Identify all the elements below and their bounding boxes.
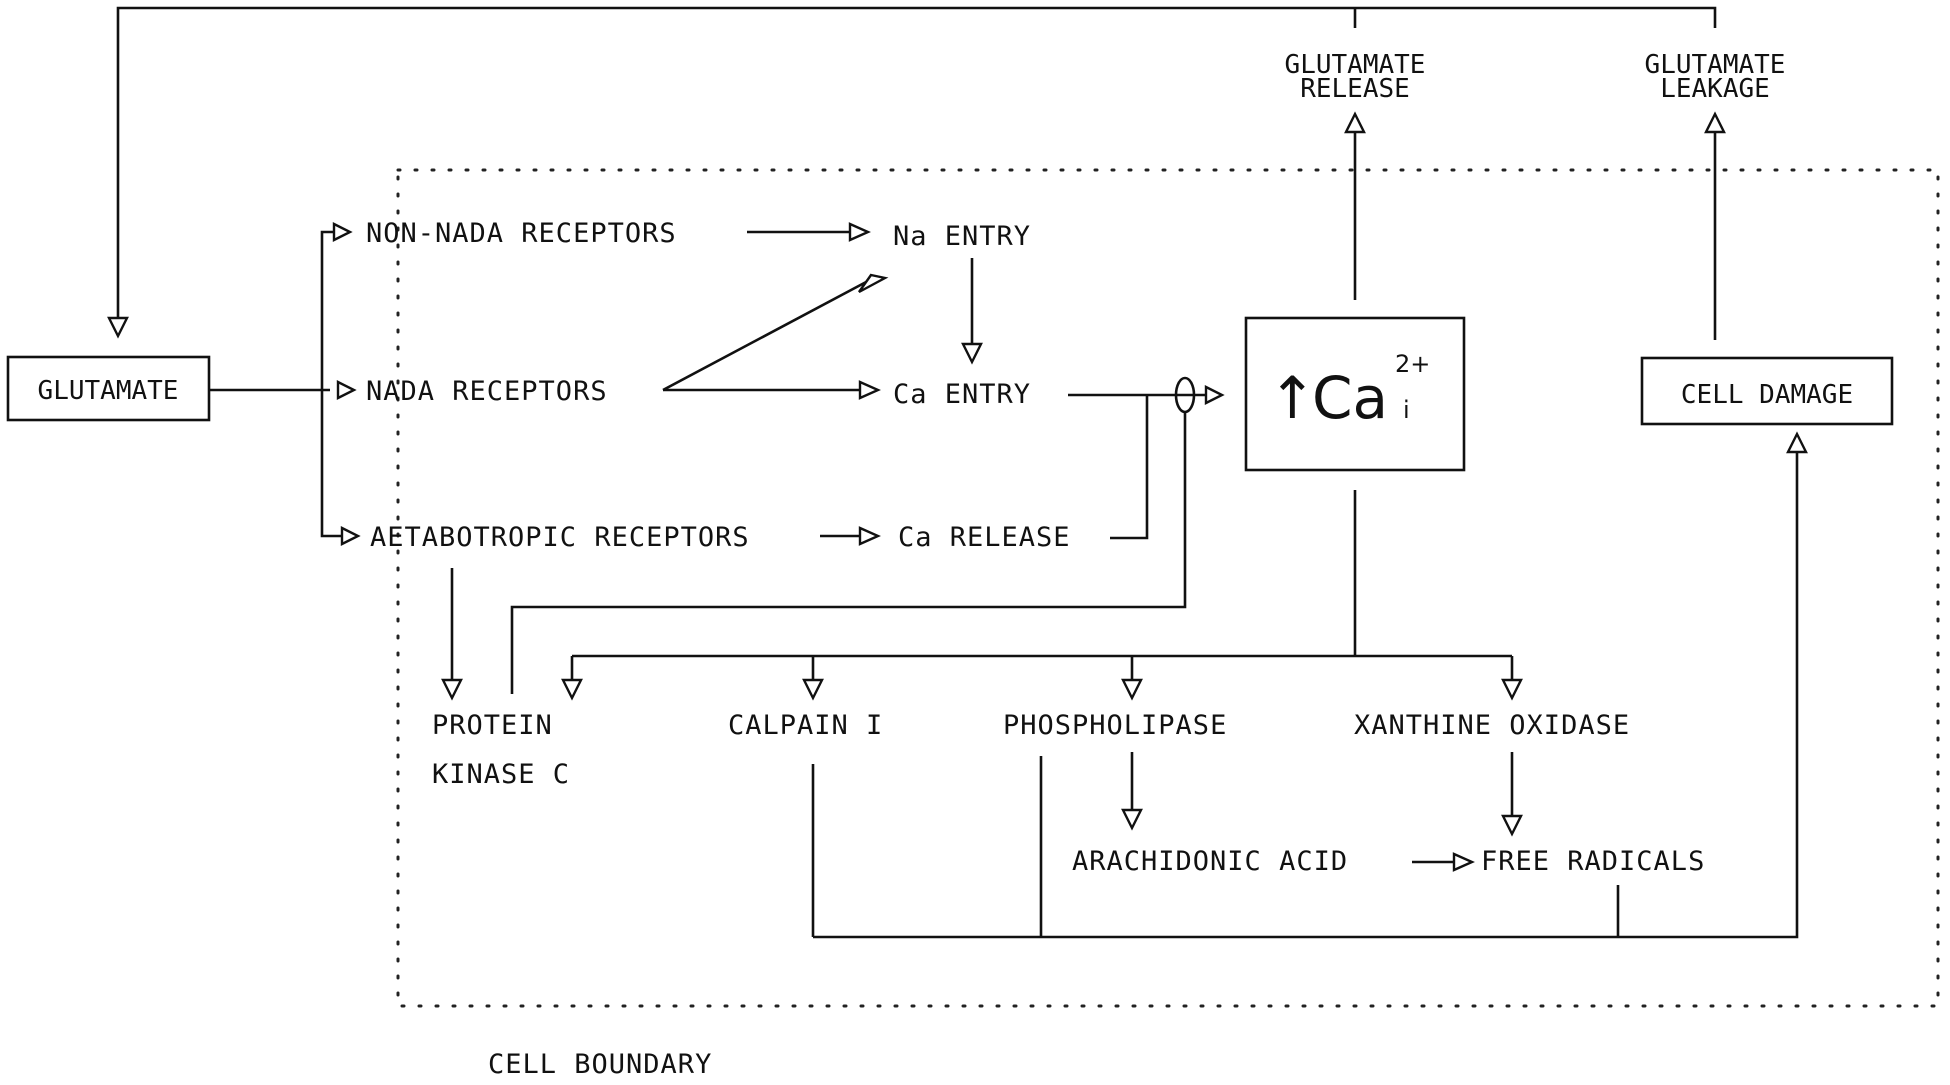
- arrowhead-ca-entry: [858, 380, 881, 400]
- arrowhead-glutamate-leakage: [1704, 111, 1726, 134]
- calcium-subscript: i: [1403, 396, 1410, 424]
- metabotropic-receptors-label: AETABOTROPIC RECEPTORS: [370, 522, 750, 553]
- cell-damage-label: CELL DAMAGE: [1681, 380, 1853, 410]
- arrowhead-into-glutamate: [107, 316, 129, 339]
- arrowhead-ca-entry-from-na: [961, 342, 983, 365]
- glutamate-release-label-line2: RELEASE: [1300, 74, 1410, 104]
- arrowhead-nmda: [336, 380, 357, 400]
- arrowhead-metabotropic: [340, 526, 361, 546]
- arrowheads: [107, 111, 1808, 872]
- arrowhead-ca-release: [858, 526, 881, 546]
- arrowhead-glutamate-release: [1344, 111, 1366, 134]
- na-entry-label: Na ENTRY: [893, 221, 1031, 252]
- receptor-branch-line: [320, 230, 342, 538]
- arachidonic-acid-label: ARACHIDONIC ACID: [1072, 846, 1348, 877]
- glutamate-box: [6, 355, 211, 422]
- ca-release-label: Ca RELEASE: [898, 522, 1071, 553]
- ca-release-to-junction-line: [1110, 395, 1149, 540]
- non-nmda-receptors-label: NON-NADA RECEPTORS: [366, 218, 677, 249]
- arrowhead-free-radicals-from-xanthine: [1501, 814, 1523, 837]
- connector-lines: [116, 6, 1799, 939]
- arrowhead-pkc-from-metabotropic: [441, 678, 463, 701]
- cell-boundary-label: CELL BOUNDARY: [488, 1049, 712, 1080]
- nmda-receptors-label: NADA RECEPTORS: [366, 376, 608, 407]
- calcium-superscript: 2+: [1395, 350, 1430, 378]
- arrowhead-calpain: [802, 678, 824, 701]
- arrowhead-na-entry: [848, 222, 871, 242]
- feedback-loop-line: [116, 6, 1717, 320]
- arrowhead-non-nmda: [332, 222, 353, 242]
- arrowhead-cell-damage: [1786, 431, 1808, 454]
- calpain-label: CALPAIN I: [728, 710, 883, 741]
- arrowhead-xanthine: [1501, 678, 1523, 701]
- glutamate-leakage-label-line2: LEAKAGE: [1660, 74, 1770, 104]
- arrowhead-pkc: [561, 678, 583, 701]
- glutamate-release-label-line1: GLUTAMATE: [1285, 50, 1426, 80]
- calcium-up-arrow: ↑: [1268, 364, 1317, 432]
- damage-bus-line: [813, 452, 1799, 939]
- cell-boundary: [396, 168, 1940, 1008]
- xanthine-oxidase-label: XANTHINE OXIDASE: [1354, 710, 1630, 741]
- nmda-to-na-line: [662, 279, 869, 392]
- arrowhead-phospholipase: [1121, 678, 1143, 701]
- arrowhead-na-from-nmda: [858, 273, 889, 294]
- arrowhead-free-radicals: [1452, 852, 1475, 872]
- glutamate-label: GLUTAMATE: [38, 376, 179, 406]
- arrowhead-arachidonic: [1121, 808, 1143, 831]
- protein-kinase-label-line2: KINASE C: [432, 759, 570, 790]
- glutamate-leakage-label-line1: GLUTAMATE: [1645, 50, 1786, 80]
- arrowhead-ca-box: [1204, 385, 1225, 405]
- calcium-label: Ca: [1312, 364, 1388, 432]
- calcium-box: [1244, 316, 1466, 472]
- ca-entry-label: Ca ENTRY: [893, 379, 1031, 410]
- free-radicals-label: FREE RADICALS: [1481, 846, 1705, 877]
- cell-damage-box: [1640, 356, 1894, 426]
- pkc-to-ca-feedback-line: [510, 412, 1187, 694]
- phospholipase-label: PHOSPHOLIPASE: [1003, 710, 1227, 741]
- protein-kinase-label-line1: PROTEIN: [432, 710, 553, 741]
